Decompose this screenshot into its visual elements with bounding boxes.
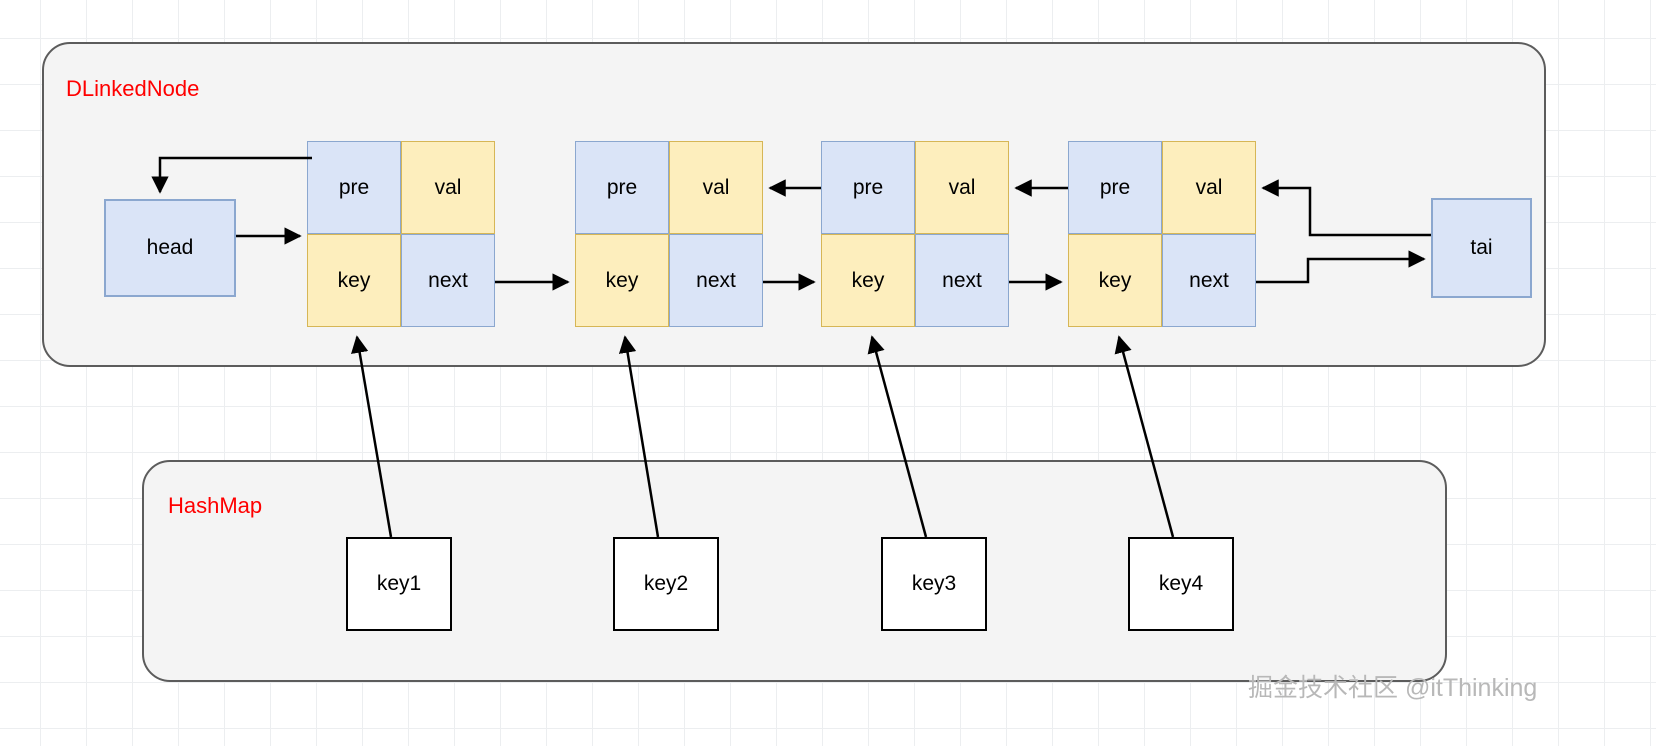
dlinked-node-3: pre val key next: [821, 141, 1009, 327]
node-2-val-cell: val: [669, 141, 763, 234]
node-1-next-cell: next: [401, 234, 495, 327]
node-4-val-cell: val: [1162, 141, 1256, 234]
node-1-key-cell: key: [307, 234, 401, 327]
hashmap-panel-title: HashMap: [168, 493, 263, 518]
node-4-pre-cell: pre: [1068, 141, 1162, 234]
hashmap-key-4: key4: [1128, 537, 1234, 631]
node-2-next-cell: next: [669, 234, 763, 327]
node-3-next-cell: next: [915, 234, 1009, 327]
node-2-pre-cell: pre: [575, 141, 669, 234]
node-1-val-cell: val: [401, 141, 495, 234]
dlinkednode-panel-title: DLinkedNode: [66, 76, 200, 101]
tail-pointer-box: tai: [1431, 198, 1532, 298]
node-2-key-cell: key: [575, 234, 669, 327]
node-4-next-cell: next: [1162, 234, 1256, 327]
hashmap-key-2: key2: [613, 537, 719, 631]
node-3-key-cell: key: [821, 234, 915, 327]
node-3-pre-cell: pre: [821, 141, 915, 234]
hashmap-panel: [142, 460, 1447, 682]
dlinked-node-2: pre val key next: [575, 141, 763, 327]
node-4-key-cell: key: [1068, 234, 1162, 327]
watermark-text: 掘金技术社区 @itThinking: [1248, 674, 1538, 702]
dlinked-node-1: pre val key next: [307, 141, 495, 327]
node-1-pre-cell: pre: [307, 141, 401, 234]
head-pointer-box: head: [104, 199, 236, 297]
hashmap-key-3: key3: [881, 537, 987, 631]
dlinked-node-4: pre val key next: [1068, 141, 1256, 327]
hashmap-key-1: key1: [346, 537, 452, 631]
dlinkednode-panel: [42, 42, 1546, 367]
node-3-val-cell: val: [915, 141, 1009, 234]
